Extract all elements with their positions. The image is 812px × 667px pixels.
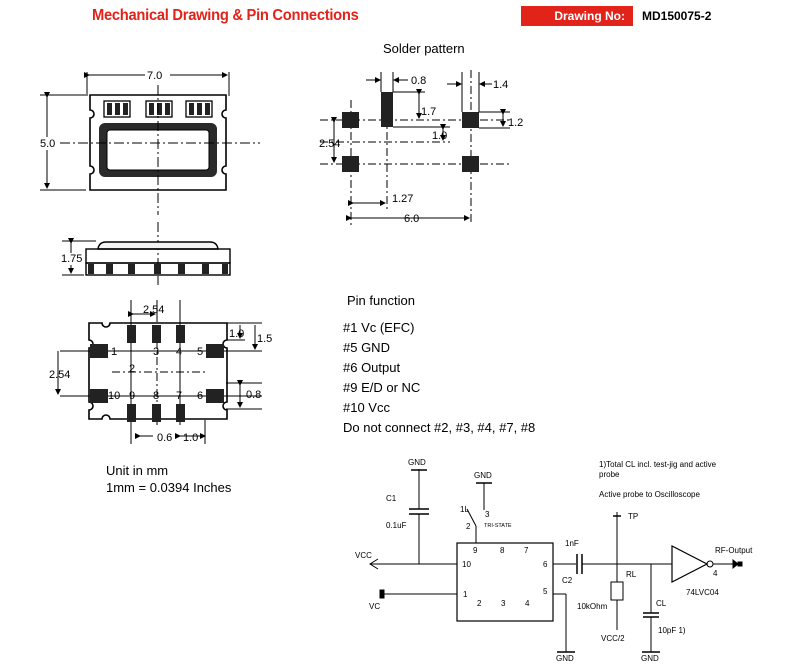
c1-value: 0.1uF [386,521,407,530]
drawing-number: MD150075-2 [642,9,712,23]
gnd-label: GND [641,654,659,663]
vcc-label: VCC [355,551,372,560]
unit-conversion: 1mm = 0.0394 Inches [106,480,232,495]
ic-pin: 8 [500,546,505,555]
solder-dim-1-7: 1.7 [421,106,436,118]
c2-label: C2 [562,576,573,585]
pad-height2-dim: 1.5 [257,333,272,345]
pad-length-dim: 1.0 [183,432,198,444]
bottom-view [55,300,262,444]
pin-number: 9 [129,390,135,402]
cl-label: CL [656,599,667,608]
buffer-pin-label: 4 [713,569,718,578]
cap-1nf-label: 1nF [565,539,579,548]
solder-dim-0-8: 0.8 [411,75,426,87]
rl-value: 10kOhm [577,602,608,611]
pin-function-item: #1 Vc (EFC) [343,320,415,335]
pin-number: 5 [197,346,203,358]
pin-number: 4 [176,346,182,358]
ic-pin: 10 [462,560,471,569]
solder-dim-1-4: 1.4 [493,79,508,91]
side-height-dim: 1.75 [61,253,82,265]
pin-numbers: 1 2 3 4 5 10 9 8 7 6 [108,346,203,402]
solder-dim-1-0: 1.0 [432,130,447,142]
pin-number: 1 [111,346,117,358]
solder-dim-2-54: 2.54 [319,138,340,150]
solder-dim-1-27: 1.27 [392,193,413,205]
pitch-y-dim: 2.54 [49,369,70,381]
pin-2-label: 2 [466,522,471,531]
side-view [62,222,231,285]
ic-pin: 9 [473,546,478,555]
ic-pin: 3 [501,599,506,608]
gnd-label: GND [408,458,426,467]
unit-line: Unit in mm [106,463,169,478]
page-title: Mechanical Drawing & Pin Connections [92,7,359,24]
pin-function-item: #9 E/D or NC [343,380,421,395]
ic-pin: 7 [524,546,529,555]
pin-1l-label: 1L [460,505,469,514]
pin-number: 6 [197,390,203,402]
unit-note: Unit in mm 1mm = 0.0394 Inches [106,462,231,496]
gnd-label: GND [474,471,492,480]
note-probe: Active probe to Oscilloscope [599,490,700,499]
rl-label: RL [626,570,637,579]
c1-label: C1 [386,494,397,503]
cl-value: 10pF 1) [658,626,686,635]
ic-pin: 6 [543,560,548,569]
vcc2-label: VCC/2 [601,634,625,643]
pin-number: 3 [153,346,159,358]
rf-output-label: RF-Output [715,546,753,555]
pin-function-item: #10 Vcc [343,400,390,415]
solder-pattern-title: Solder pattern [383,41,465,56]
ic-pin: 5 [543,587,548,596]
pin-3-label: 3 [485,510,490,519]
pad-width-dim: 0.8 [246,389,261,401]
top-width-dim: 7.0 [147,70,162,82]
ic-pin: 1 [463,590,468,599]
note-total-cl: 1)Total CL incl. test-jig and active [599,460,717,469]
top-view [40,72,260,215]
drawing-number-label: Drawing No: [521,6,633,26]
pad-gap-dim: 0.6 [157,432,172,444]
top-height-dim: 5.0 [40,138,55,150]
solder-dim-6-0: 6.0 [404,213,419,225]
ic-pin: 2 [477,599,482,608]
pin-function-item: #5 GND [343,340,390,355]
vc-label: VC [369,602,380,611]
pin-function-item: Do not connect #2, #3, #4, #7, #8 [343,420,536,435]
solder-pattern [320,70,510,225]
pin-function-item: #6 Output [343,360,401,375]
ic-pin: 4 [525,599,530,608]
pad-height-dim: 1.0 [229,328,244,340]
pin-number: 8 [153,390,159,402]
pin-function-title: Pin function [347,293,415,308]
pin-number: 10 [108,390,120,402]
tri-state-label: TRI-STATE [484,523,512,529]
tp-label: TP [628,512,638,521]
circuit-labels: GND GND C1 0.1uF VCC VC 1L 3 2 TRI-STATE… [355,458,753,663]
pin-number: 2 [129,363,135,375]
solder-dim-1-2: 1.2 [508,117,523,129]
pin-function-list: #1 Vc (EFC) #5 GND #6 Output #9 E/D or N… [343,318,535,438]
test-circuit [369,469,743,653]
buffer-part-label: 74LVC04 [686,588,719,597]
pitch-x-dim: 2.54 [143,304,164,316]
gnd-label: GND [556,654,574,663]
pin-number: 7 [176,390,182,402]
note-total-cl-cont: probe [599,470,620,479]
